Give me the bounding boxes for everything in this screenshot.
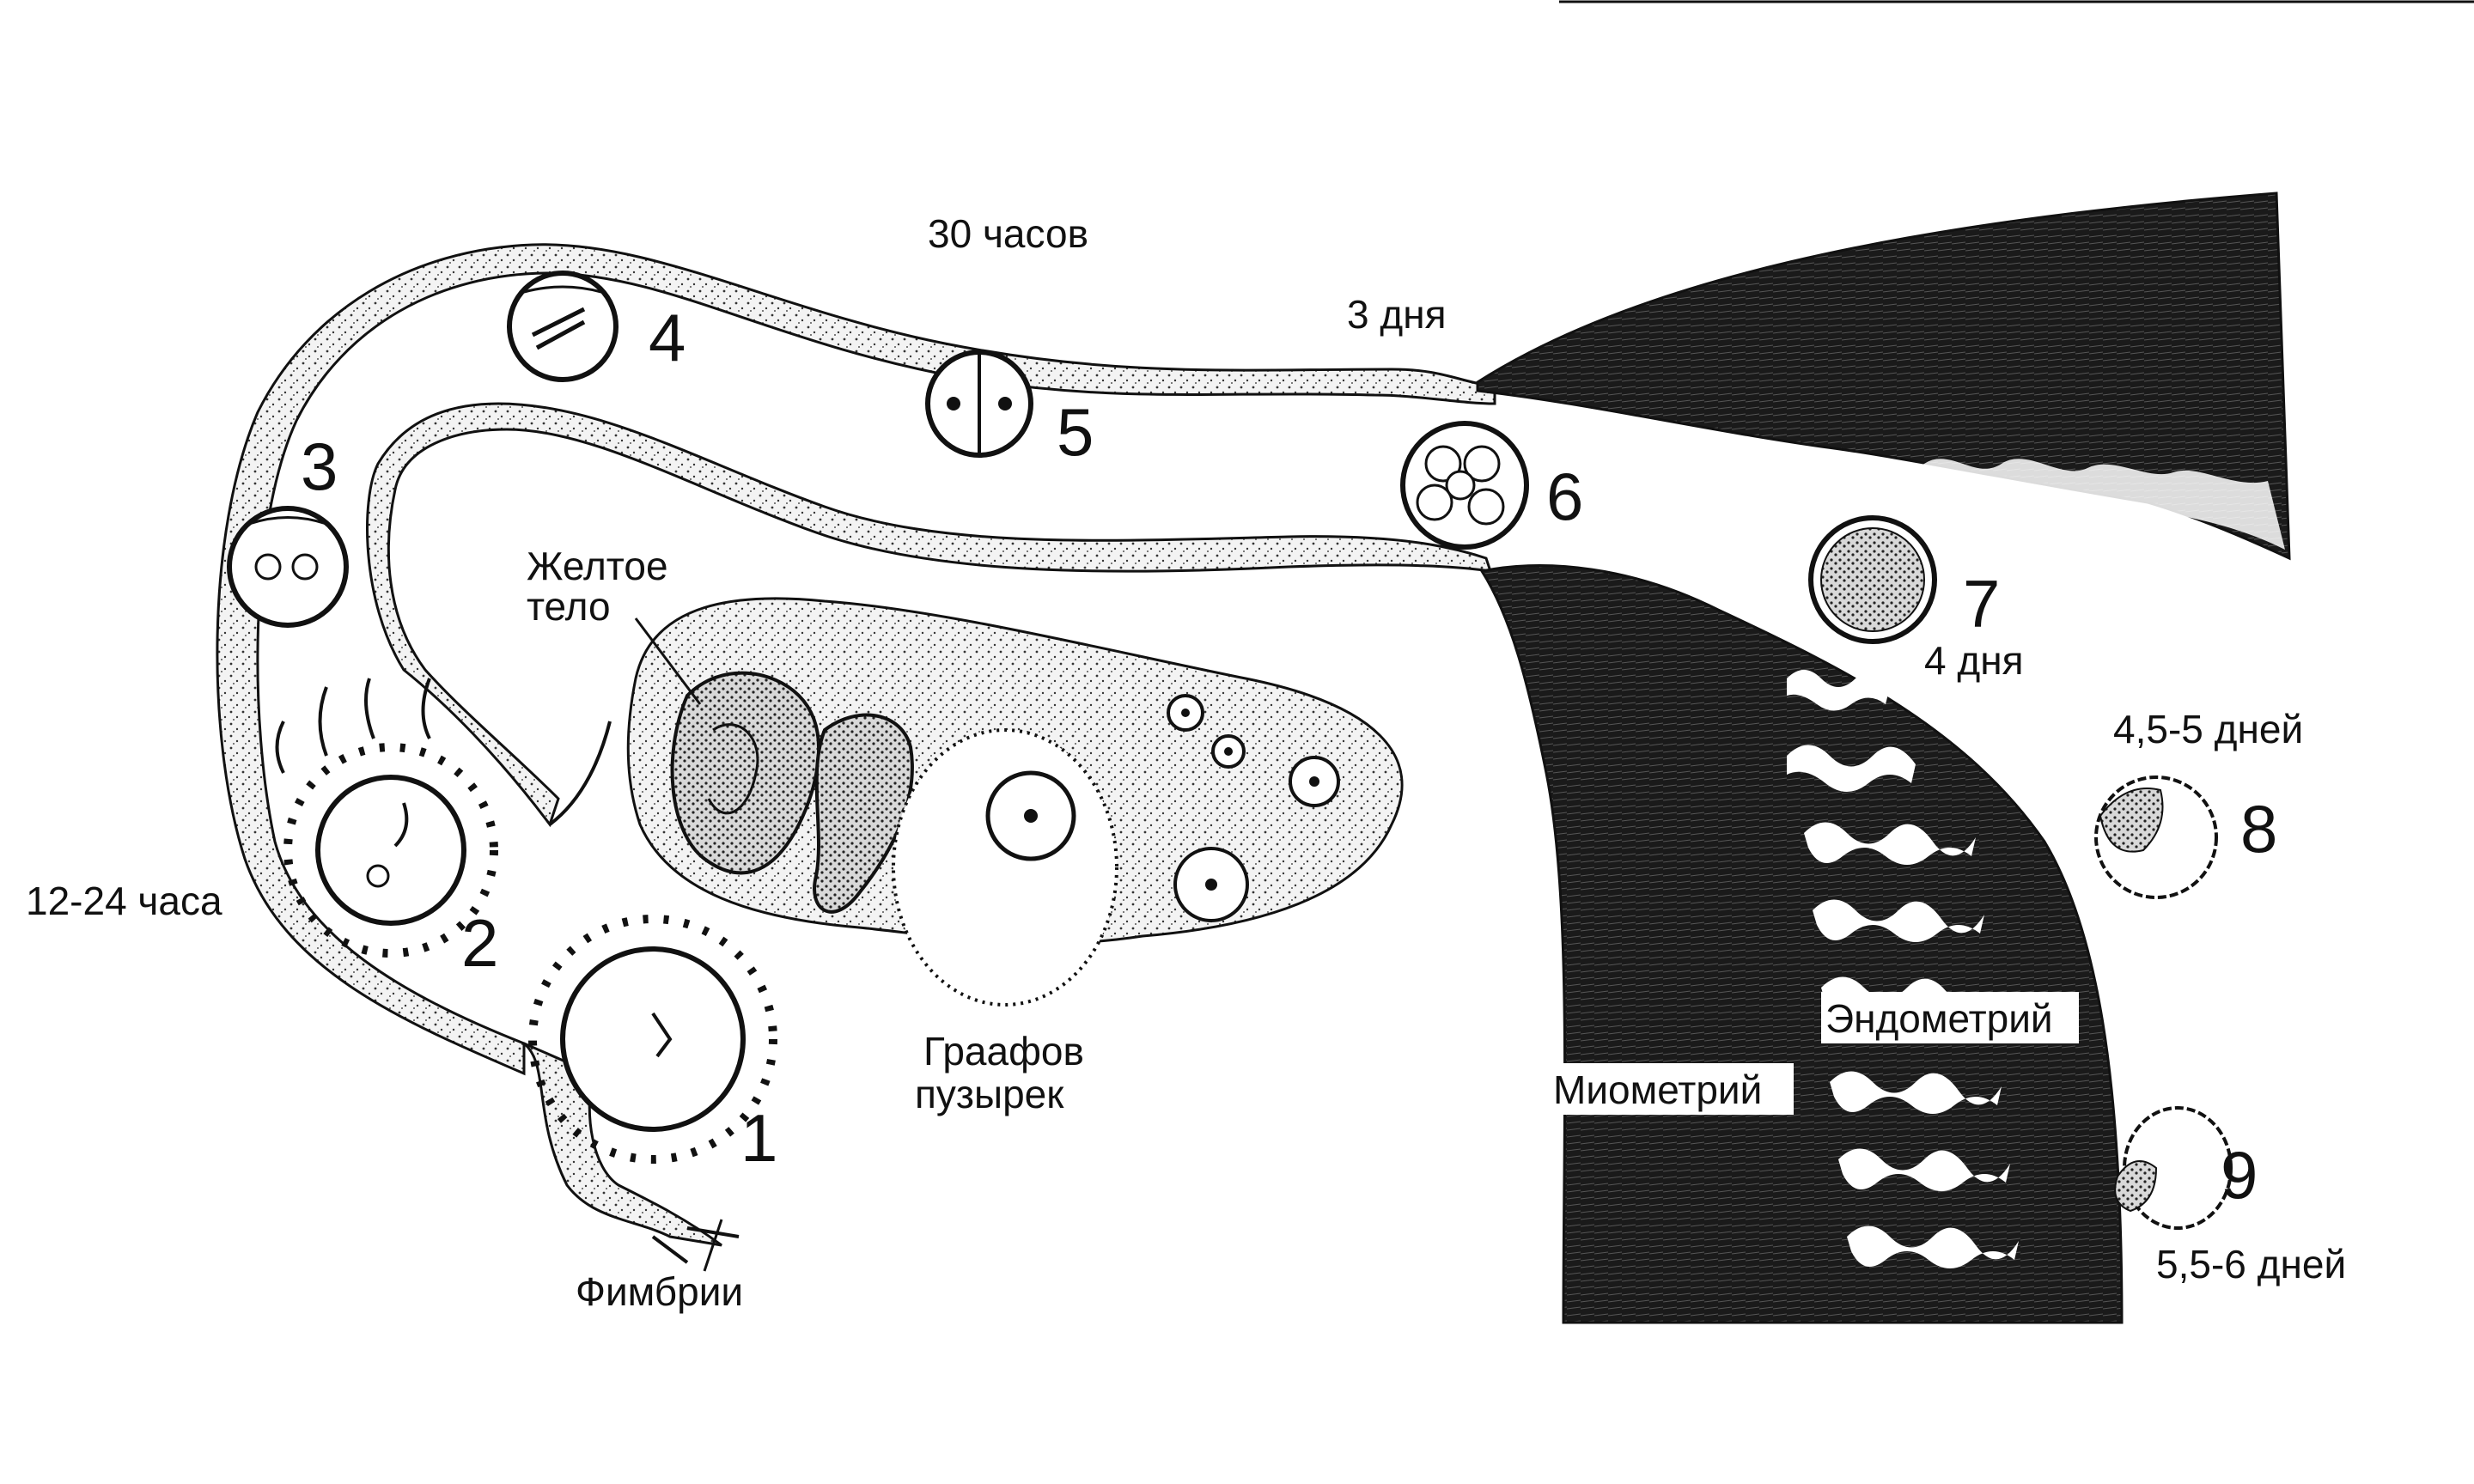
stage-4-number: 4: [649, 300, 686, 375]
myometrium-label-box: [1545, 1063, 1794, 1115]
time-label-4d: 4 дня: [1924, 638, 2024, 683]
endometrium-label-box: [1821, 992, 2079, 1043]
stage-2-number: 2: [461, 905, 498, 981]
stage-6-cleavage: [1400, 421, 1529, 550]
label-fimbriae: Фимбрии: [576, 1269, 743, 1314]
stage-8-blastocyst: [2094, 775, 2218, 899]
ovary: [626, 597, 1404, 1007]
stage-6-number: 6: [1546, 459, 1583, 534]
fimbriae-leader: [703, 1219, 723, 1272]
label-corpus-luteum-line2: тело: [527, 584, 611, 629]
label-endometrium: Эндометрий: [1825, 996, 2053, 1041]
stage-3-pronuclei: [227, 506, 349, 628]
stage-9-implantation: [2114, 1106, 2233, 1230]
graafian-follicle: [892, 728, 1118, 1007]
corpus-luteum: [670, 671, 821, 875]
uterus-lower-wall: [1479, 564, 2124, 1324]
label-myometrium: Миометрий: [1553, 1067, 1762, 1112]
uterus-upper-wall: [1476, 192, 2291, 561]
stage-8-number: 8: [2240, 791, 2277, 867]
stage-9-number: 9: [2221, 1137, 2258, 1213]
label-graafian-line2: пузырек: [915, 1072, 1064, 1116]
stage-2-fertilization: [275, 678, 498, 958]
stage-7-number: 7: [1963, 566, 2000, 642]
ruptured-follicle: [813, 713, 914, 914]
stage-5-number: 5: [1057, 394, 1094, 470]
stage-1-number: 1: [740, 1100, 777, 1176]
label-corpus-luteum-line1: Желтое: [527, 544, 668, 588]
corpus-luteum-leader: [634, 617, 702, 705]
stage-1-oocyte: [528, 915, 777, 1164]
stage-7-morula: [1808, 515, 1937, 644]
label-graafian-line1: Граафов: [923, 1029, 1084, 1073]
stage-3-number: 3: [301, 429, 338, 504]
time-label-12-24h: 12-24 часа: [26, 879, 222, 923]
stage-4-zygote: [507, 271, 618, 382]
time-label-4-5-5d: 4,5-5 дней: [2113, 707, 2303, 751]
time-label-3d: 3 дня: [1347, 292, 1447, 337]
stage-5-two-cell: [925, 350, 1033, 458]
time-label-5-5-6d: 5,5-6 дней: [2156, 1242, 2346, 1286]
time-label-30h: 30 часов: [928, 211, 1088, 256]
